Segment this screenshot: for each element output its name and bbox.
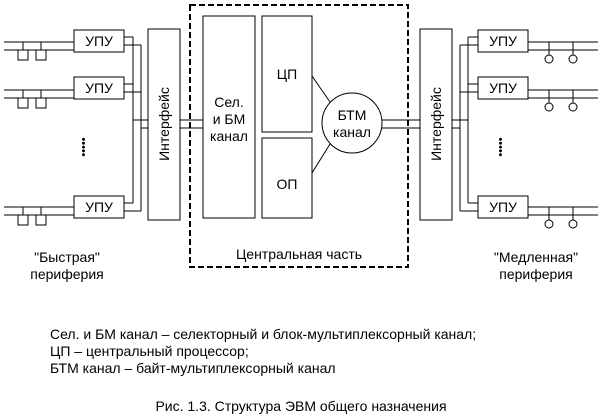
interface-left-label: Интерфейс — [156, 87, 172, 161]
slow-periphery-group — [419, 28, 598, 229]
sel-channel-line-2: и БМ — [213, 111, 246, 127]
upu-label: УПУ — [489, 80, 517, 96]
legend: Сел. и БМ канал – селекторный и блок-мул… — [50, 326, 476, 377]
upu-box-left-1 — [73, 29, 125, 53]
fast-periphery-group — [4, 28, 203, 226]
central-part-label: Центральная часть — [236, 246, 362, 262]
interface-right-label: Интерфейс — [428, 87, 444, 161]
slow-device-icon — [544, 219, 554, 229]
btm-channel-circle — [321, 92, 383, 154]
legend-item-btm: БТМ канал – байт-мультиплексорный канал — [50, 360, 336, 376]
selector-channel-box — [202, 15, 256, 219]
sel-channel-line-1: Сел. — [214, 94, 244, 110]
central-part-frame — [189, 4, 409, 268]
upu-box-right-1 — [477, 29, 529, 53]
upu-label: УПУ — [85, 33, 113, 49]
op-box — [261, 137, 313, 219]
op-label: ОП — [277, 176, 298, 192]
cp-label: ЦП — [277, 66, 297, 82]
fast-device-icon — [17, 97, 29, 109]
slow-device-icon — [568, 54, 578, 64]
slow-device-icon — [544, 54, 554, 64]
interface-left-box — [147, 28, 181, 221]
upu-label: УПУ — [489, 199, 517, 215]
fast-device-icon — [17, 214, 29, 226]
fast-device-icon — [17, 49, 29, 61]
slow-device-icon — [544, 102, 554, 112]
upu-label: УПУ — [85, 199, 113, 215]
central-part-group — [189, 4, 420, 268]
upu-box-left-3 — [73, 195, 125, 219]
sel-channel-line-3: канал — [210, 128, 248, 144]
slow-periphery-line-2: периферия — [499, 266, 572, 282]
upu-box-right-2 — [477, 76, 529, 100]
upu-label: УПУ — [85, 80, 113, 96]
ellipsis-right: ••••• — [495, 137, 507, 156]
upu-label: УПУ — [489, 33, 517, 49]
btm-label-line-2: канал — [333, 124, 371, 140]
fast-periphery-line-2: периферия — [30, 266, 103, 282]
ellipsis-left: ••••• — [78, 137, 90, 156]
slow-device-icon — [568, 219, 578, 229]
figure-caption: Рис. 1.3. Структура ЭВМ общего назначени… — [155, 398, 447, 414]
fast-periphery-line-1: "Быстрая" — [34, 249, 100, 265]
fast-device-icon — [35, 49, 47, 61]
legend-item-cp: ЦП – центральный процессор; — [50, 343, 249, 359]
slow-periphery-line-1: "Медленная" — [494, 249, 578, 265]
fast-device-icon — [35, 214, 47, 226]
upu-box-left-2 — [73, 76, 125, 100]
slow-device-icon — [568, 102, 578, 112]
fast-device-icon — [35, 97, 47, 109]
legend-item-sel: Сел. и БМ канал – селекторный и блок-мул… — [50, 326, 477, 342]
interface-right-box — [419, 28, 453, 221]
cp-box — [261, 15, 313, 133]
btm-label-line-1: БТМ — [338, 107, 367, 123]
